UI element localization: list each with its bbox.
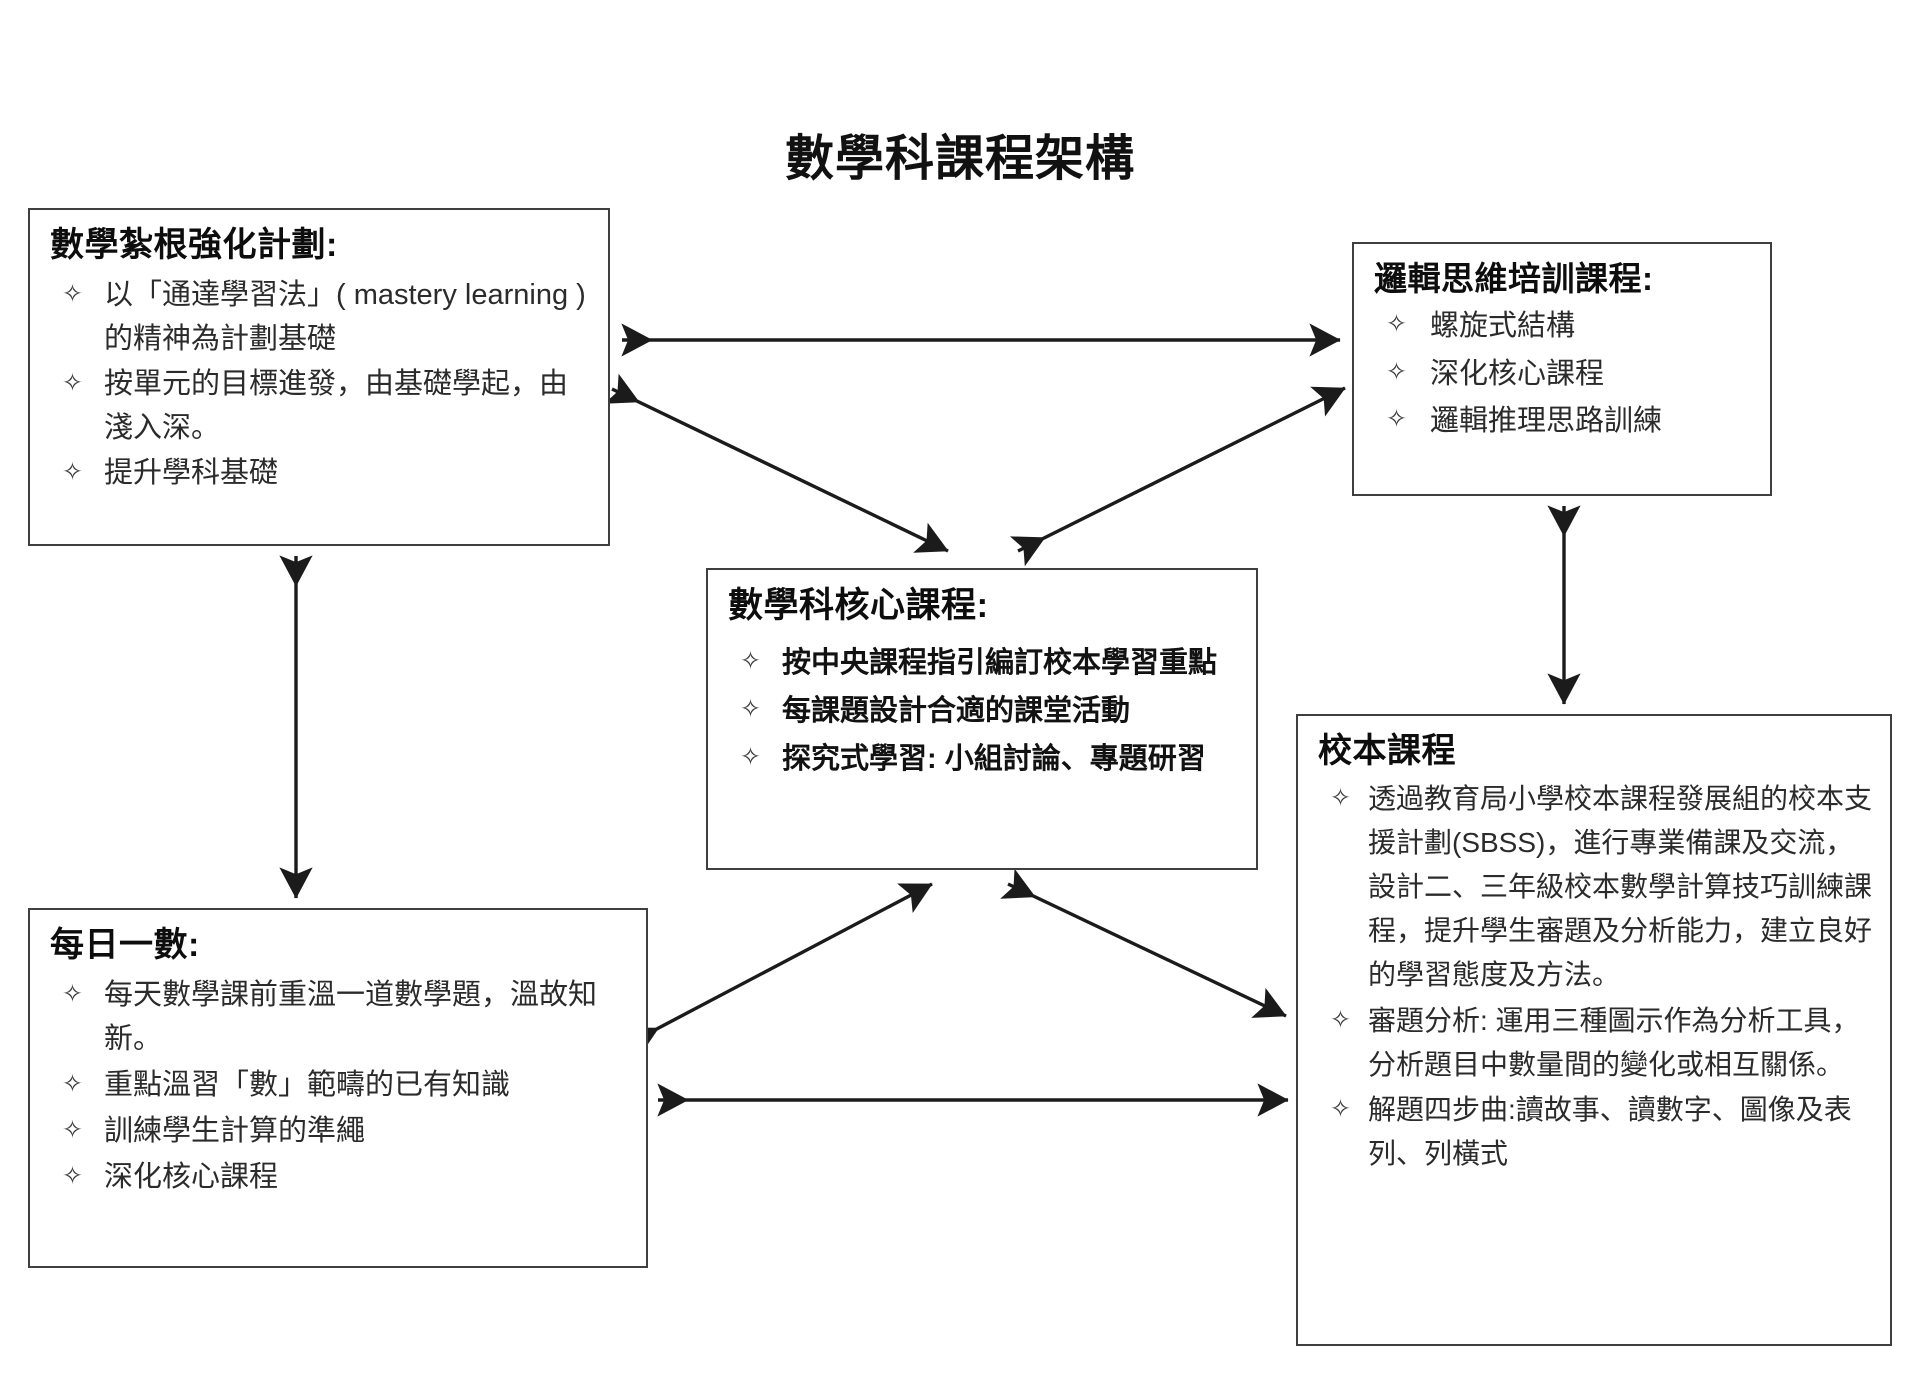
list-item: ✧ 提升學科基礎 (48, 451, 592, 495)
node-box-logic[interactable]: 邏輯思維培訓課程: ✧ 螺旋式結構 ✧ 深化核心課程 ✧ 邏輯推理思路訓練 (1352, 242, 1772, 496)
list-item-text: 探究式學習: 小組討論、專題研習 (782, 742, 1206, 775)
list-item-text: 邏輯推理思路訓練 (1430, 405, 1663, 438)
diamond-bullet-icon: ✧ (62, 1070, 83, 1099)
diamond-bullet-icon: ✧ (62, 1162, 83, 1191)
diamond-bullet-icon: ✧ (1386, 405, 1407, 434)
list-item-text: 每課題設計合適的課堂活動 (782, 694, 1131, 727)
node-box-core[interactable]: 數學科核心課程: ✧ 按中央課程指引編訂校本學習重點 ✧ 每課題設計合適的課堂活… (706, 568, 1258, 870)
list-item-text: 按單元的目標進發，由基礎學起，由淺入深。 (104, 367, 569, 444)
diamond-bullet-icon: ✧ (740, 742, 761, 771)
diamond-bullet-icon: ✧ (1386, 310, 1407, 339)
diamond-bullet-icon: ✧ (62, 368, 83, 397)
list-item: ✧ 螺旋式結構 (1372, 303, 1754, 349)
list-item-text: 重點溫習「數」範疇的已有知識 (104, 1069, 511, 1102)
node-box-mastery[interactable]: 數學紮根強化計劃: ✧ 以「通達學習法」( mastery learning )… (28, 208, 610, 546)
list-item-text: 每天數學課前重溫一道數學題，溫故知新。 (104, 978, 598, 1056)
connector-mastery-core (604, 373, 949, 553)
node-box-school[interactable]: 校本課程 ✧ 透過教育局小學校本課程發展組的校本支援計劃(SBSS)，進行專業備… (1296, 714, 1892, 1346)
list-item-text: 深化核心課程 (104, 1161, 279, 1194)
list-item: ✧ 透過教育局小學校本課程發展組的校本支援計劃(SBSS)，進行專業備課及交流，… (1316, 777, 1874, 998)
node-title-school: 校本課程 (1318, 732, 1456, 770)
diamond-bullet-icon: ✧ (62, 979, 83, 1008)
diamond-bullet-icon: ✧ (740, 646, 761, 675)
bullet-list-daily: ✧ 每天數學課前重溫一道數學題，溫故知新。 ✧ 重點溫習「數」範疇的已有知識 ✧… (48, 973, 630, 1201)
diamond-bullet-icon: ✧ (62, 279, 83, 308)
diamond-bullet-icon: ✧ (740, 694, 761, 723)
list-item: ✧ 審題分析: 運用三種圖示作為分析工具，分析題目中數量間的變化或相互關係。 (1316, 999, 1874, 1087)
diamond-bullet-icon: ✧ (1330, 1005, 1351, 1034)
bullet-list-school: ✧ 透過教育局小學校本課程發展組的校本支援計劃(SBSS)，進行專業備課及交流，… (1316, 777, 1874, 1177)
list-item: ✧ 按單元的目標進發，由基礎學起，由淺入深。 (48, 362, 592, 450)
list-item-text: 解題四步曲:讀故事、讀數字、圖像及表列、列橫式 (1368, 1094, 1852, 1170)
node-title-logic: 邏輯思維培訓課程: (1374, 260, 1654, 297)
list-item-text: 螺旋式結構 (1430, 310, 1576, 343)
list-item: ✧ 邏輯推理思路訓練 (1372, 398, 1754, 444)
node-title-mastery: 數學紮根強化計劃: (50, 226, 338, 264)
node-title-daily: 每日一數: (50, 926, 200, 964)
list-item-text: 以「通達學習法」( mastery learning ) 的精神為計劃基礎 (104, 278, 586, 355)
diamond-bullet-icon: ✧ (1386, 357, 1407, 386)
list-item: ✧ 訓練學生計算的準繩 (48, 1109, 630, 1154)
list-item-text: 按中央課程指引編訂校本學習重點 (782, 646, 1218, 679)
list-item: ✧ 重點溫習「數」範疇的已有知識 (48, 1063, 630, 1108)
bullet-list-mastery: ✧ 以「通達學習法」( mastery learning ) 的精神為計劃基礎 … (48, 273, 592, 495)
connector-core-logic (1009, 386, 1346, 567)
bullet-list-logic: ✧ 螺旋式結構 ✧ 深化核心課程 ✧ 邏輯推理思路訓練 (1372, 303, 1754, 444)
connector-core-school (1000, 868, 1287, 1018)
list-item: ✧ 每天數學課前重溫一道數學題，溫故知新。 (48, 973, 630, 1063)
diamond-bullet-icon: ✧ (62, 1116, 83, 1145)
node-title-core: 數學科核心課程: (728, 586, 989, 625)
list-item: ✧ 按中央課程指引編訂校本學習重點 (726, 640, 1240, 687)
diamond-bullet-icon: ✧ (1330, 1095, 1351, 1124)
list-item-text: 透過教育局小學校本課程發展組的校本支援計劃(SBSS)，進行專業備課及交流，設計… (1368, 782, 1873, 991)
list-item-text: 審題分析: 運用三種圖示作為分析工具，分析題目中數量間的變化或相互關係。 (1368, 1004, 1860, 1080)
diamond-bullet-icon: ✧ (62, 457, 83, 486)
connector-daily-core (623, 882, 933, 1058)
list-item: ✧ 解題四步曲:讀故事、讀數字、圖像及表列、列橫式 (1316, 1088, 1874, 1176)
node-box-daily[interactable]: 每日一數: ✧ 每天數學課前重溫一道數學題，溫故知新。 ✧ 重點溫習「數」範疇的… (28, 908, 648, 1268)
bullet-list-core: ✧ 按中央課程指引編訂校本學習重點 ✧ 每課題設計合適的課堂活動 ✧ 探究式學習… (726, 640, 1240, 783)
list-item-text: 訓練學生計算的準繩 (104, 1115, 366, 1148)
list-item-text: 深化核心課程 (1430, 357, 1605, 390)
list-item: ✧ 每課題設計合適的課堂活動 (726, 688, 1240, 735)
list-item: ✧ 以「通達學習法」( mastery learning ) 的精神為計劃基礎 (48, 273, 592, 361)
list-item: ✧ 探究式學習: 小組討論、專題研習 (726, 736, 1240, 783)
page-title: 數學科課程架構 (784, 132, 1135, 186)
list-item-text: 提升學科基礎 (104, 456, 279, 489)
diamond-bullet-icon: ✧ (1330, 783, 1351, 812)
list-item: ✧ 深化核心課程 (1372, 351, 1754, 397)
list-item: ✧ 深化核心課程 (48, 1155, 630, 1200)
